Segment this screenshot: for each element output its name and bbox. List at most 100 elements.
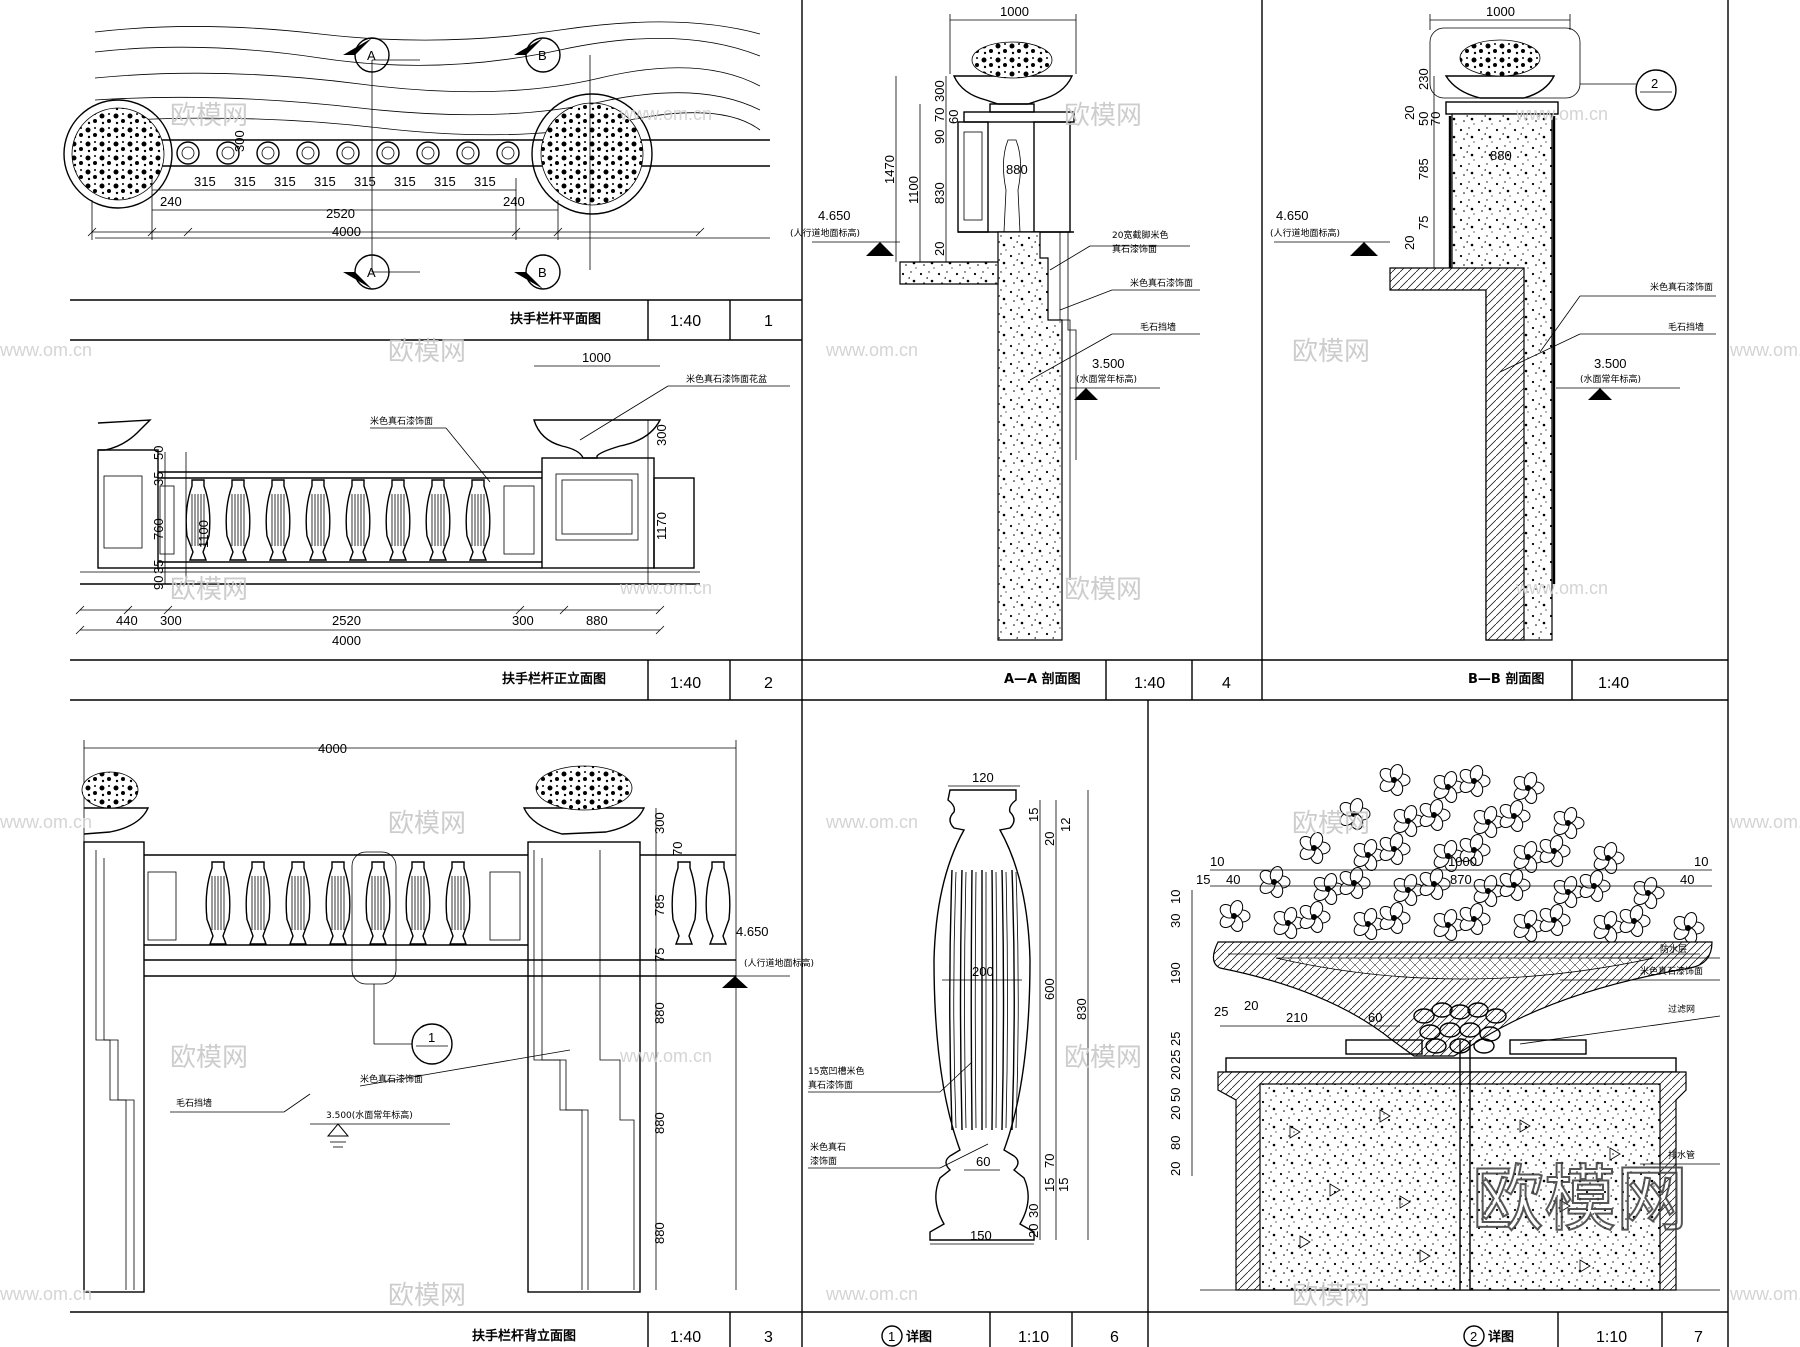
d2-flower-center [1405,887,1411,893]
d2-flower-center [1365,921,1371,927]
wm-5: 欧模网 [170,575,248,605]
d2-top5: 40 [1680,872,1694,887]
aa-v1: 70 [932,108,947,122]
d2-flower-center [1311,845,1317,851]
d1-bottom: 150 [970,1228,992,1243]
cut-a-top: A [367,48,376,63]
d1-vb4: 20 [1026,1224,1041,1238]
d2-aggregate [1519,1119,1531,1133]
wm-4: 欧模网 [1292,337,1370,367]
d2-flower-center [1351,880,1357,886]
d2-h3: 60 [1368,1010,1382,1025]
front-dim-tick [75,625,85,635]
d2-flower-center [1511,813,1517,819]
front-v1: 35 [151,472,166,486]
d2-flower-center [1431,812,1437,818]
d1-w60: 60 [976,1154,990,1169]
d2-aggregate [1399,1195,1411,1209]
p2-title: 扶手栏杆正立面图 [502,671,606,687]
d1-flute-edge [1015,871,1019,1129]
bb-top: 1000 [1486,4,1515,19]
d2-flower-center [1365,852,1371,858]
d2-pebble [1485,1008,1507,1024]
p7-title: 详图 [1488,1329,1514,1345]
bb-water-note: (水面常年标高) [1580,373,1641,385]
back-v3: 75 [652,948,667,962]
aa-v830: 830 [932,182,947,204]
d1-flute [1001,869,1005,1131]
wm-url-9: www.om.cn [825,812,918,832]
d2-flower-center [1511,882,1517,888]
wm-url-7: www.om.cn [1515,578,1608,598]
plan-baluster-core [381,146,395,160]
plan-baluster-core [501,146,515,160]
d2-top1: 15 [1196,872,1210,887]
d1-note1b: 真石漆饰面 [808,1079,853,1091]
p2-number: 2 [764,675,773,692]
aa-note1: 20宽截脚米色 [1112,229,1168,241]
d2-flower-center [1525,785,1531,791]
plan-dim-tick [553,227,563,237]
back-baluster [205,861,231,945]
front-baluster [185,479,211,561]
back-marker: 1 [428,1030,435,1045]
wm-url-1: www.om.cn [619,104,712,124]
aa-note2: 米色真石漆饰面 [1130,277,1193,289]
aa-v20: 20 [932,242,947,256]
plan-dim-spacing: 315 [234,174,256,189]
plan-baluster [496,141,520,165]
plan-baluster-core [261,146,275,160]
d2-flower-center [1445,784,1451,790]
d1-flute-edge [995,871,998,1129]
d2-top6: 10 [1694,854,1708,869]
d2-flower-center [1391,915,1397,921]
cut-b-top: B [538,48,547,63]
front-dim-tick [655,605,665,615]
cut-b-bottom: B [538,265,547,280]
d2-flower-center [1605,855,1611,861]
d2-h1: 20 [1244,998,1258,1013]
plan-baluster [176,141,200,165]
wm-url-2: www.om.cn [1515,104,1608,124]
panel-detail-planter: 10 15 40 1000 870 40 10 10 30 190 25 25 … [1148,764,1728,1347]
d1-vb1: 15 [1042,1178,1057,1192]
d2-h2: 210 [1286,1010,1308,1025]
wm-url-11: www.om.cn [619,1046,712,1066]
plan-dim-side-right: 240 [503,194,525,209]
d1-note2b: 漆饰面 [810,1155,837,1167]
bb-marker: 2 [1651,76,1658,91]
front-dim-h3: 300 [512,613,534,628]
d2-flower-center [1631,918,1637,924]
back-v2: 785 [652,894,667,916]
d2-v5: 20 [1168,1066,1183,1080]
p4-title: A—A 剖面图 [1004,671,1081,687]
p7-number: 7 [1694,1329,1703,1346]
bb-v1: 20 [1402,106,1417,120]
d2-flower-center [1685,925,1691,931]
plan-baluster [416,141,440,165]
d1-vb3: 30 [1026,1204,1041,1218]
wm-url-4: www.om.cn [1729,340,1800,360]
d2-v3: 25 [1168,1032,1183,1046]
front-v2: 760 [151,518,166,540]
d2-flower-center [1271,879,1277,885]
p6-scale: 1:10 [1018,1329,1049,1346]
bb-note1: 米色真石漆饰面 [1650,281,1713,293]
d2-flower-center [1311,914,1317,920]
d1-top: 120 [972,770,994,785]
sheet-frame [70,0,1729,1347]
plan-baluster [456,141,480,165]
front-v1100: 1100 [196,520,211,548]
front-dim-total: 4000 [332,633,361,648]
d2-flower-center [1471,778,1477,784]
plan-baluster-core [461,146,475,160]
d2-v6: 50 [1168,1088,1183,1102]
d1-flute-edge [953,871,957,1129]
d2-aggregate [1419,1249,1431,1263]
p1-number: 1 [764,313,773,330]
d2-top2: 40 [1226,872,1240,887]
wm-2: 欧模网 [1064,101,1142,131]
plan-dim-tick [87,227,97,237]
bb-v880: 880 [1490,148,1512,163]
